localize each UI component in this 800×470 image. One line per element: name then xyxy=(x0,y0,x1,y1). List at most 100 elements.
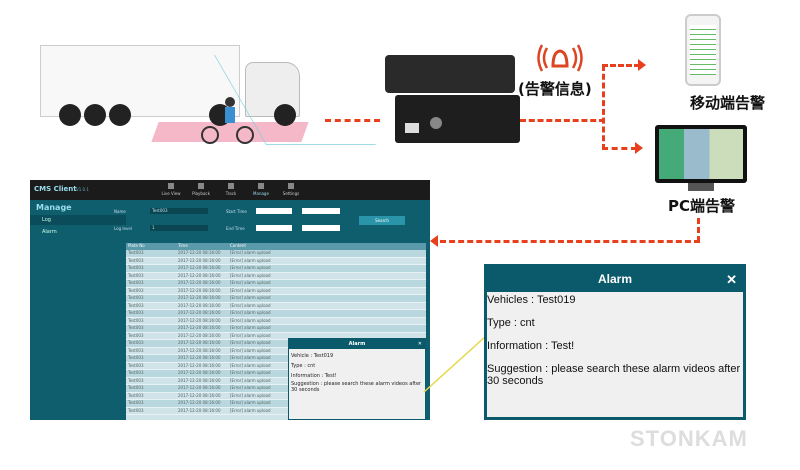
cms-version: V1.0.1 xyxy=(76,187,89,192)
cell-content: [Error] alarm upload xyxy=(230,340,271,345)
cell-plate: Test003 xyxy=(128,385,144,390)
arrow-head-cms xyxy=(430,235,438,247)
cell-plate: Test003 xyxy=(128,265,144,270)
arrow-to-cms xyxy=(440,240,700,243)
cell-time: 2017-12-20 08:16:00 xyxy=(178,377,221,383)
start-date-input[interactable] xyxy=(256,208,292,214)
cab xyxy=(245,62,300,117)
cell-time: 2017-12-20 08:16:00 xyxy=(178,340,221,345)
monitor-stand xyxy=(688,183,714,191)
cell-content: [Error] alarm upload xyxy=(230,272,271,278)
nav-label: Playback xyxy=(192,191,210,196)
alarm-type: Type : cnt xyxy=(487,317,535,329)
cell-plate: Test003 xyxy=(128,250,144,255)
arrow-truck-to-dvr xyxy=(325,119,380,122)
pc-alarm-label: PC端告警 xyxy=(668,197,736,215)
cell-content: [Error] alarm upload xyxy=(230,355,271,360)
small-alarm-info: Information : Test! xyxy=(291,373,337,379)
cell-content: [Error] alarm upload xyxy=(230,250,271,255)
cell-time: 2017-12-20 08:16:00 xyxy=(178,362,221,368)
cell-content: [Error] alarm upload xyxy=(230,302,271,308)
search-button[interactable]: Search xyxy=(359,216,405,225)
cell-time: 2017-12-20 08:16:00 xyxy=(178,302,221,308)
close-icon[interactable]: ✕ xyxy=(726,272,737,287)
cell-content: [Error] alarm upload xyxy=(230,295,271,300)
small-alarm-vehicle: Vehicle : Test019 xyxy=(291,353,334,359)
cell-content: [Error] alarm upload xyxy=(230,287,271,293)
mobile-alarm-label: 移动端告警 xyxy=(690,94,766,112)
col-plate: Plate No xyxy=(128,243,145,248)
sidebar-item-log[interactable]: Log xyxy=(30,215,126,225)
alarm-suggestion: Suggestion : please search these alarm v… xyxy=(487,363,741,387)
nav-tab-settings[interactable]: Settings xyxy=(280,183,302,196)
nav-tab-playback[interactable]: Playback xyxy=(190,183,212,196)
nav-tab-track[interactable]: Track xyxy=(220,183,242,196)
truck-illustration xyxy=(40,40,376,145)
start-time-label: Start Time xyxy=(226,209,247,214)
cell-content: [Error] alarm upload xyxy=(230,392,271,398)
cell-content: [Error] alarm upload xyxy=(230,347,271,353)
cell-plate: Test003 xyxy=(128,287,144,293)
end-date-input[interactable] xyxy=(256,225,292,231)
log-level-label: Log level xyxy=(114,226,132,231)
log-level-input[interactable]: 1 xyxy=(150,225,208,231)
cell-plate: Test003 xyxy=(128,377,144,383)
cell-plate: Test003 xyxy=(128,257,144,263)
cell-plate: Test003 xyxy=(128,325,144,330)
cell-time: 2017-12-20 08:16:00 xyxy=(178,400,221,405)
cell-time: 2017-12-20 08:16:00 xyxy=(178,347,221,353)
arrow-head-phone xyxy=(638,59,646,71)
cell-time: 2017-12-20 08:16:00 xyxy=(178,280,221,285)
cell-time: 2017-12-20 08:16:00 xyxy=(178,370,221,375)
end-time-label: End Time xyxy=(226,226,245,231)
col-content: Content xyxy=(230,243,246,248)
col-time: Time xyxy=(178,243,188,248)
cell-plate: Test003 xyxy=(128,400,144,405)
nav-label: Settings xyxy=(282,191,300,196)
name-label: Name xyxy=(114,209,126,214)
alarm-popup: Alarm ✕ Vehicles : Test019 Type : cnt In… xyxy=(484,264,746,420)
name-input[interactable]: Test003 xyxy=(150,208,208,214)
alarm-vehicle: Vehicles : Test019 xyxy=(487,294,576,306)
pc-monitor-icon xyxy=(655,125,747,183)
cell-plate: Test003 xyxy=(128,370,144,375)
end-time-input[interactable] xyxy=(302,225,340,231)
cell-content: [Error] alarm upload xyxy=(230,317,271,323)
small-alarm-title: Alarm xyxy=(348,341,366,347)
nav-tab-live-view[interactable]: Live View xyxy=(160,183,182,196)
start-time-input[interactable] xyxy=(302,208,340,214)
small-alarm-close-icon[interactable]: ✕ xyxy=(417,341,422,347)
nav-label: Track xyxy=(225,191,237,196)
cell-plate: Test003 xyxy=(128,392,144,398)
alarm-popup-title: Alarm xyxy=(597,272,632,286)
arrow-dvr-out xyxy=(520,119,605,122)
cell-plate: Test003 xyxy=(128,280,144,285)
cell-time: 2017-12-20 08:16:00 xyxy=(178,385,221,390)
cell-plate: Test003 xyxy=(128,317,144,323)
cell-content: [Error] alarm upload xyxy=(230,407,271,413)
nav-tab-manage[interactable]: Manage xyxy=(250,183,272,196)
sidebar-item-alarm[interactable]: Alarm xyxy=(42,229,57,235)
